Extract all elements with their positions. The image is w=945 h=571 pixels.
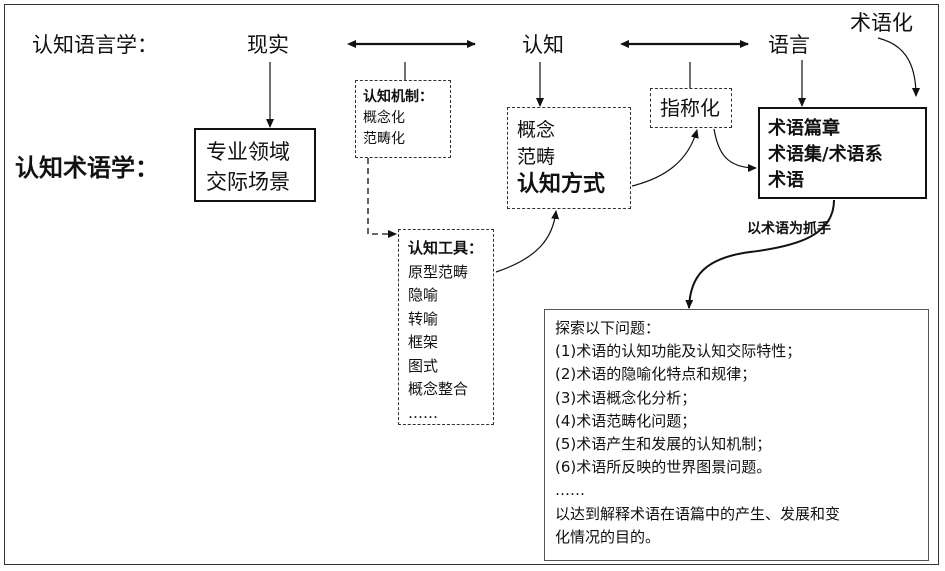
term-item: 术语集/术语系 xyxy=(768,144,883,165)
cognitive-tools-box: 认知工具： 原型范畴 隐喻 转喻 框架 图式 概念整合 …… xyxy=(398,229,494,425)
mechanism-item: 概念化 xyxy=(363,110,405,126)
tool-item: 转喻 xyxy=(408,309,439,328)
tool-item: 图式 xyxy=(408,356,439,375)
reality-label: 现实 xyxy=(247,33,289,57)
language-label: 语言 xyxy=(768,33,810,57)
cognition-label: 认知 xyxy=(522,33,564,57)
research-questions-box: 探索以下问题： (1)术语的认知功能及认知交际特性； (2)术语的隐喻化特点和规… xyxy=(544,309,929,561)
tools-title: 认知工具： xyxy=(408,239,484,257)
field-line: 交际场景 xyxy=(206,170,290,194)
question-item: (1)术语的认知功能及认知交际特性； xyxy=(555,342,802,361)
question-item: (4)术语范畴化问题； xyxy=(555,411,697,430)
cognitive-mode: 认知方式 xyxy=(517,172,606,197)
tool-item: 概念整合 xyxy=(408,380,469,398)
cognition-box: 概念 范畴 认知方式 xyxy=(507,107,631,209)
tool-item: …… xyxy=(408,403,438,422)
tool-item: 原型范畴 xyxy=(408,262,469,281)
term-item: 术语 xyxy=(768,170,804,191)
question-item: (5)术语产生和发展的认知机制； xyxy=(555,435,772,454)
cognitive-linguistics-label: 认知语言学： xyxy=(32,33,158,57)
tool-item: 框架 xyxy=(408,333,439,351)
questions-conclusion: 以达到解释术语在语篇中的产生、发展和变 xyxy=(555,504,841,523)
mechanism-item: 范畴化 xyxy=(363,131,405,147)
term-item: 术语篇章 xyxy=(768,118,840,139)
tool-item: 隐喻 xyxy=(408,286,439,304)
cognitive-mechanism-box: 认知机制： 概念化 范畴化 xyxy=(355,80,451,158)
cognition-item: 概念 xyxy=(517,119,556,141)
referentialization-box: 指称化 xyxy=(650,88,732,128)
question-item: (3)术语概念化分析； xyxy=(555,388,697,407)
mechanism-title: 认知机制： xyxy=(363,89,433,105)
questions-intro: 探索以下问题： xyxy=(555,319,661,337)
questions-ellipsis: …… xyxy=(555,481,585,500)
diagram-frame xyxy=(4,4,939,565)
question-item: (6)术语所反映的世界图景问题。 xyxy=(555,458,772,477)
cognition-item: 范畴 xyxy=(517,146,556,168)
professional-field-box: 专业领域 交际场景 xyxy=(194,128,316,202)
term-box: 术语篇章 术语集/术语系 术语 xyxy=(758,107,927,199)
term-handle-label: 以术语为抓手 xyxy=(747,221,831,237)
questions-conclusion: 化情况的目的。 xyxy=(555,527,661,546)
question-item: (2)术语的隐喻化特点和规律； xyxy=(555,365,757,384)
field-line: 专业领域 xyxy=(206,140,290,164)
cognitive-terminology-title: 认知术语学： xyxy=(15,154,159,182)
terminologization-label: 术语化 xyxy=(850,11,913,35)
